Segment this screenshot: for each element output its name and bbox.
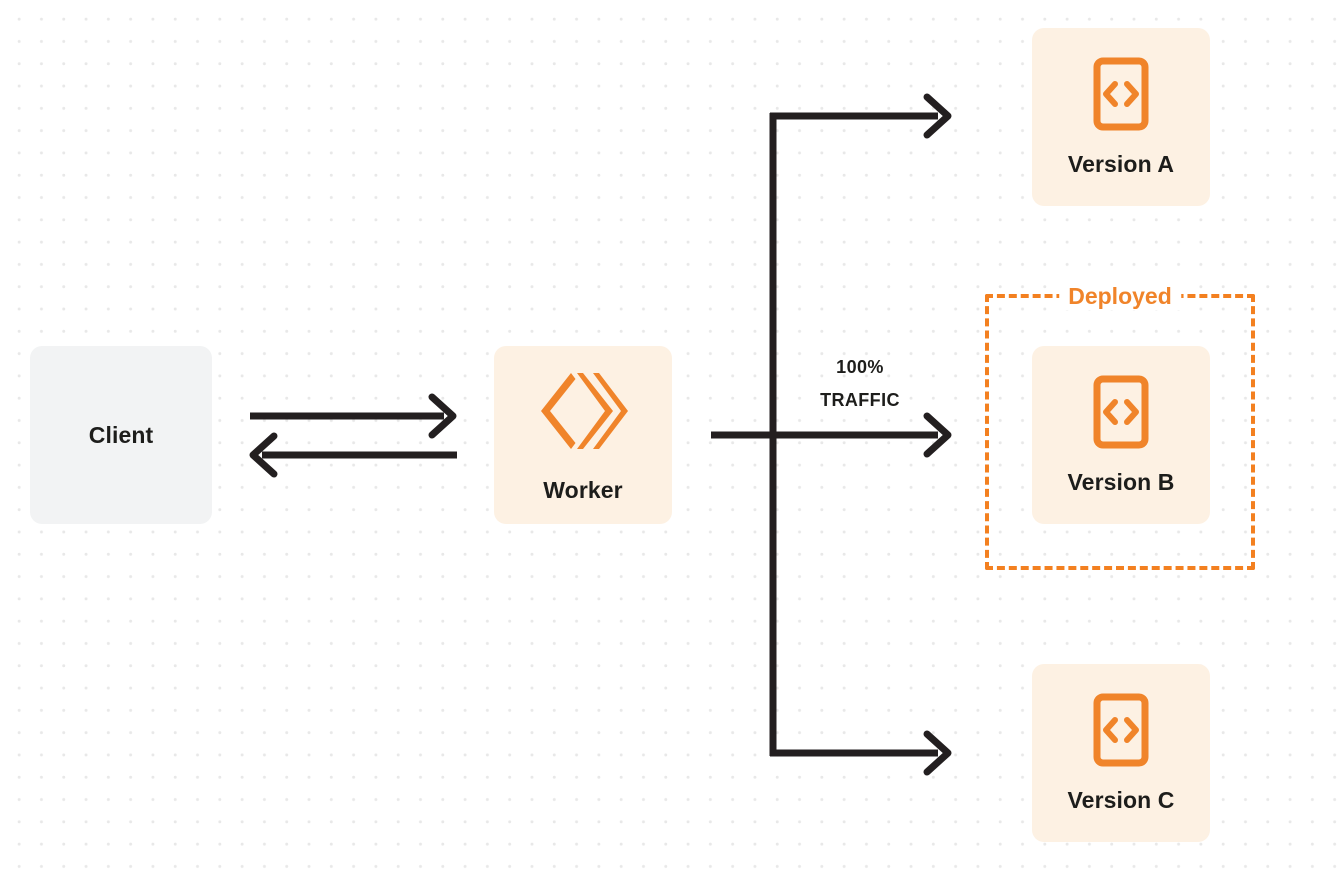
node-client[interactable]: Client [30, 346, 212, 524]
version-b-label: Version B [1067, 468, 1175, 495]
node-version-c[interactable]: Version C [1032, 664, 1210, 842]
node-version-a[interactable]: Version A [1032, 28, 1210, 206]
deployed-group-boundary: Deployed [985, 282, 1255, 570]
edge-client-to-worker [250, 393, 457, 439]
cloudflare-workers-logo-icon [537, 367, 629, 455]
code-document-icon [1093, 693, 1149, 767]
traffic-word: TRAFFIC [820, 390, 900, 410]
traffic-label: 100% TRAFFIC [790, 351, 930, 417]
node-worker[interactable]: Worker [494, 346, 672, 524]
deployed-group-label: Deployed [1059, 282, 1181, 310]
edge-trunk-to-version-c [770, 730, 952, 776]
node-version-b[interactable]: Version B [1032, 346, 1210, 524]
code-document-icon [1093, 57, 1149, 131]
traffic-percent: 100% [836, 357, 884, 377]
worker-label: Worker [543, 476, 623, 503]
edge-trunk-to-version-b [773, 412, 952, 458]
client-label: Client [88, 421, 154, 448]
edge-trunk-to-version-a [770, 93, 952, 139]
edge-worker-to-client [249, 432, 457, 478]
version-a-label: Version A [1067, 150, 1175, 177]
code-document-icon [1093, 375, 1149, 449]
version-c-label: Version C [1067, 786, 1175, 813]
